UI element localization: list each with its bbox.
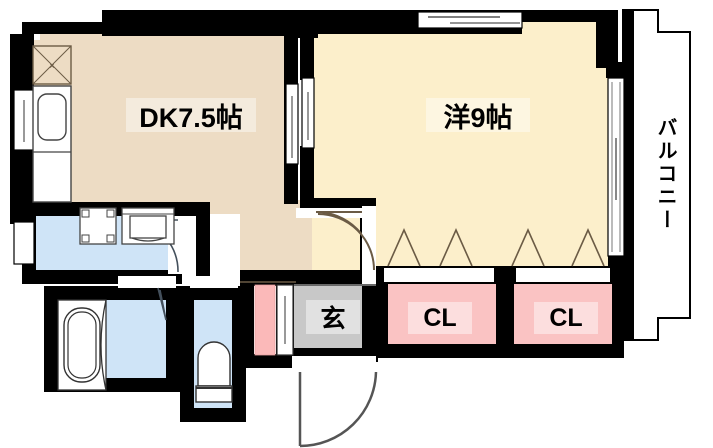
- closet-left-doors: [384, 268, 494, 282]
- door-symbols: [118, 206, 610, 448]
- closet-right-fill: [512, 282, 624, 354]
- shoe-box: [254, 284, 294, 356]
- bathtub: [57, 299, 107, 391]
- balcony-outline: [622, 9, 691, 341]
- toilet: [195, 341, 233, 403]
- svg-text:×: ×: [49, 61, 54, 71]
- closet-left-fill: [382, 282, 502, 354]
- front-door-arc: [299, 371, 378, 448]
- door-toilet-frame: [190, 276, 238, 288]
- closet-right-doors: [516, 268, 610, 282]
- vanity-sink: [121, 207, 175, 245]
- door-room-hall-arc: [317, 213, 375, 271]
- door-bath-fold: [157, 287, 167, 321]
- room-label-closet-right: CL: [534, 302, 598, 334]
- door-bath-frame: [118, 276, 176, 288]
- window-room-top: [417, 11, 523, 29]
- stove-range: ×: [32, 45, 72, 85]
- window-washroom-left: [13, 221, 35, 265]
- kitchen-sink: [32, 85, 72, 203]
- room-label-balcony: バルコニー: [654, 116, 676, 232]
- western-room-floor-fill: [312, 22, 618, 274]
- washing-machine-pan: [79, 207, 117, 245]
- front-door-frame: [292, 356, 376, 370]
- room-label-closet-left: CL: [408, 302, 472, 334]
- structural-walls: [10, 10, 624, 422]
- room-label-western: 洋9帖: [426, 98, 530, 133]
- room-label-dk: DK7.5帖: [126, 98, 256, 133]
- room-label-entrance: 玄: [306, 300, 360, 334]
